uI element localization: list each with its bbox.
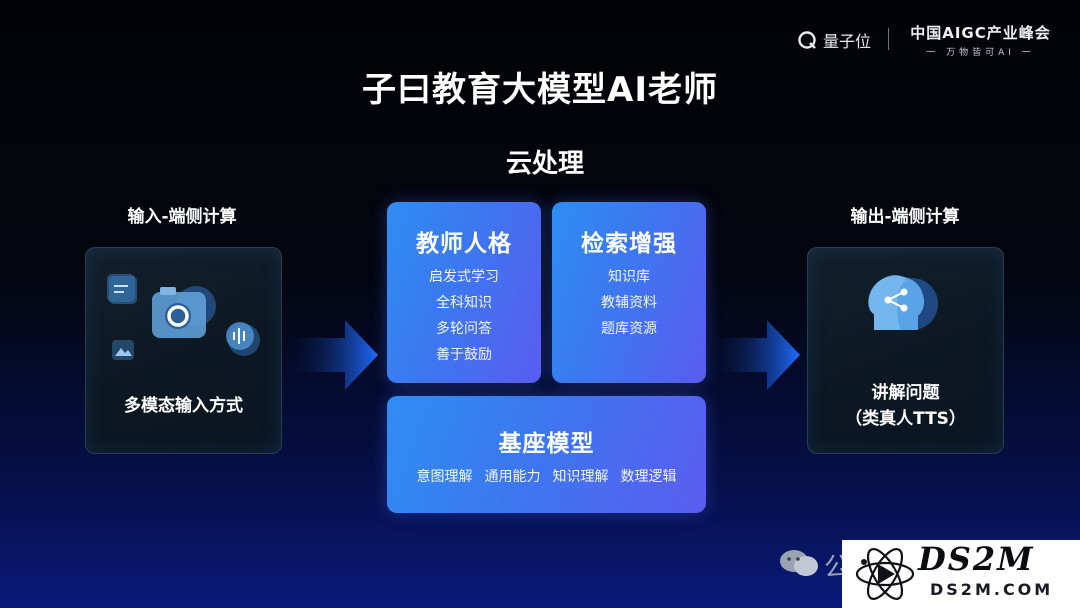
base-model-item: 通用能力 <box>484 469 541 485</box>
base-model-item: 数理逻辑 <box>620 469 677 485</box>
teacher-persona-panel: 教师人格 启发式学习 全科知识 多轮问答 善于鼓励 <box>387 202 541 383</box>
output-card: 讲解问题 （类真人TTS） <box>807 247 1004 454</box>
wechat-icon <box>780 550 818 576</box>
input-card: 多模态输入方式 <box>85 247 282 454</box>
output-arrow-icon <box>712 320 800 390</box>
teacher-persona-item: 善于鼓励 <box>436 347 492 363</box>
base-model-item: 知识理解 <box>552 469 609 485</box>
base-model-panel: 基座模型 意图理解通用能力知识理解数理逻辑 <box>387 396 706 513</box>
input-arrow-icon <box>290 320 378 390</box>
retrieval-augmentation-title: 检索增强 <box>581 231 677 257</box>
base-model-item: 意图理解 <box>416 469 473 485</box>
retrieval-augmentation-panel: 检索增强 知识库 教辅资料 题库资源 <box>552 202 706 383</box>
ds2m-logo-text: DS2M <box>918 540 1035 578</box>
teacher-persona-item: 启发式学习 <box>429 269 499 285</box>
retrieval-item: 知识库 <box>608 269 650 285</box>
brand-right-subtitle: 一 万物皆可AI 一 <box>926 48 1035 58</box>
input-card-text: 多模态输入方式 <box>124 396 243 416</box>
base-model-title: 基座模型 <box>498 431 595 457</box>
page-title: 子曰教育大模型AI老师 <box>362 70 718 110</box>
ai-speaker-head-icon <box>868 275 938 330</box>
brand-right-title: 中国AIGC产业峰会 <box>910 24 1051 42</box>
multimodal-input-icon <box>107 274 260 360</box>
ds2m-atom-logo-icon <box>855 548 915 600</box>
output-card-line1: 讲解问题 <box>871 383 940 403</box>
retrieval-item: 题库资源 <box>601 321 657 337</box>
brand-left-text: 量子位 <box>823 32 872 51</box>
brand-left: 量子位 <box>797 28 871 52</box>
output-card-line2: （类真人TTS） <box>845 409 966 429</box>
quantum-logo-icon <box>798 31 816 49</box>
retrieval-item: 教辅资料 <box>601 295 657 311</box>
teacher-persona-item: 多轮问答 <box>436 321 492 337</box>
ds2m-url: DS2M.COM <box>930 580 1054 599</box>
teacher-persona-title: 教师人格 <box>416 231 512 257</box>
teacher-persona-item: 全科知识 <box>436 295 492 311</box>
brand-right: 中国AIGC产业峰会 一 万物皆可AI 一 <box>898 22 1063 58</box>
brand-divider <box>888 28 889 50</box>
cloud-processing-title: 云处理 <box>505 149 584 179</box>
output-label: 输出-端侧计算 <box>850 207 960 227</box>
input-label: 输入-端侧计算 <box>127 207 237 227</box>
